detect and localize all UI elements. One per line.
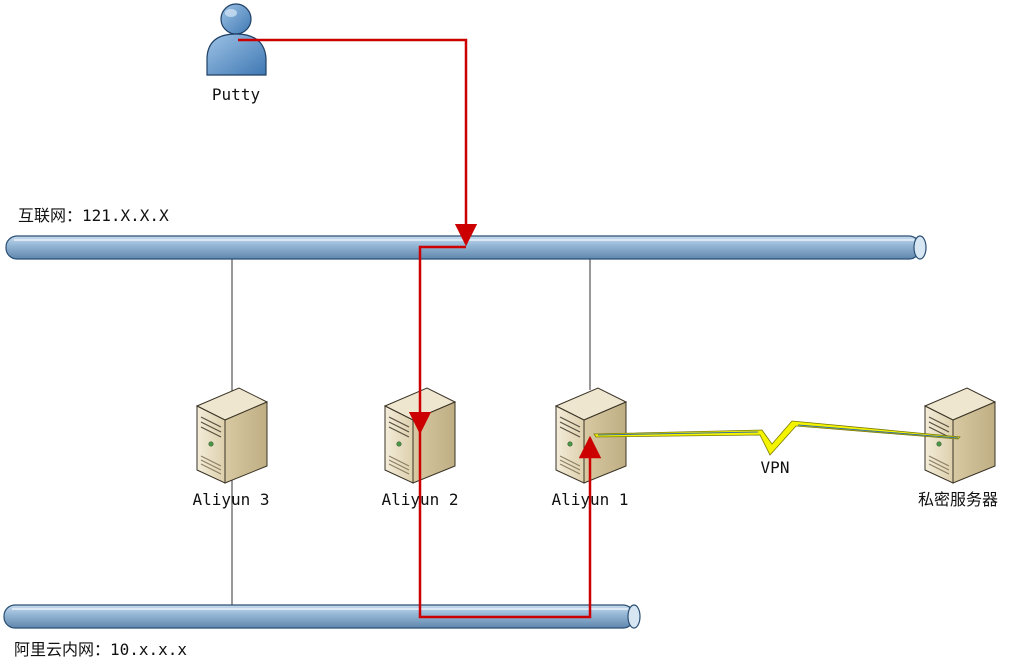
route-aliyun-2-to-aliyun-1 [418,432,602,619]
user-label: Putty [211,85,261,104]
internet-network-label: 互联网：121.X.X.X [18,206,169,225]
server-label-aliyun-2: Aliyun 2 [381,490,459,509]
server-label-private-server: 私密服务器 [917,490,999,509]
server-label-aliyun-1: Aliyun 1 [551,490,629,509]
server-icon-aliyun-3[interactable] [196,387,268,484]
aliyun-internal-bus [3,604,641,629]
lightning-bolt-icon [593,420,961,456]
route-internet-to-aliyun-2 [408,245,466,435]
aliyun-internal-network-label: 阿里云内网：10.x.x.x [14,640,188,659]
vpn-label: VPN [760,458,790,477]
server-label-aliyun-3: Aliyun 3 [192,490,270,509]
user-icon[interactable] [206,3,267,76]
route-user-to-internet [238,38,478,247]
